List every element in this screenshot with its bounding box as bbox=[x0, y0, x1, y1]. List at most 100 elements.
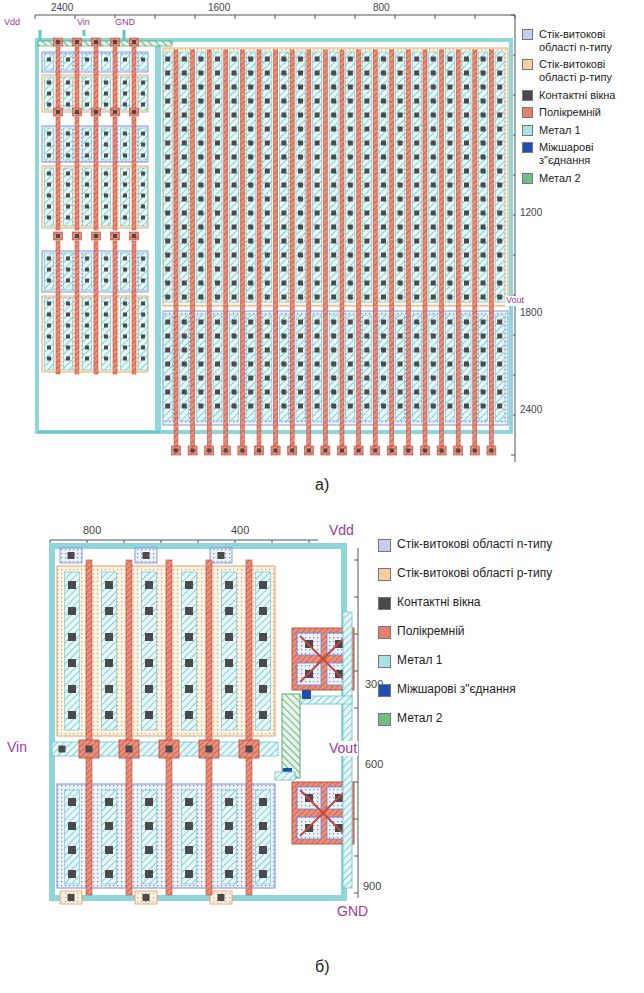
contact-window bbox=[331, 57, 336, 62]
contact-window bbox=[447, 113, 452, 118]
contact-window bbox=[281, 127, 286, 132]
vdd-wire bbox=[39, 30, 42, 41]
contact-window bbox=[464, 390, 469, 395]
metal1-strip bbox=[139, 128, 148, 160]
contact-window bbox=[85, 357, 89, 361]
contact-window bbox=[123, 92, 127, 96]
contact-window bbox=[331, 197, 336, 202]
contact-window bbox=[497, 57, 502, 62]
contact-window bbox=[431, 267, 436, 272]
metal1-strip bbox=[329, 52, 338, 302]
ruler-tick bbox=[354, 597, 358, 598]
contact-window bbox=[232, 141, 237, 146]
contact-window bbox=[497, 127, 502, 132]
contact-window bbox=[198, 253, 203, 258]
contact-window bbox=[265, 85, 270, 90]
contact-window bbox=[66, 216, 70, 220]
contact-window bbox=[265, 267, 270, 272]
contact-window bbox=[265, 253, 270, 258]
contact-window bbox=[381, 281, 386, 286]
contact-window bbox=[165, 334, 170, 339]
metal1-strip bbox=[83, 77, 92, 110]
contact-window bbox=[331, 320, 336, 325]
signal-name: Vin bbox=[6, 740, 28, 755]
contact-window bbox=[398, 183, 403, 188]
ruler-tick bbox=[354, 560, 358, 561]
contact-window bbox=[481, 155, 486, 160]
poly-pad bbox=[421, 446, 430, 455]
contact-window bbox=[215, 169, 220, 174]
legend-swatch bbox=[378, 626, 391, 639]
poly-pad bbox=[111, 108, 120, 116]
contact-window bbox=[265, 169, 270, 174]
substrate-contact bbox=[135, 891, 157, 904]
contact-window bbox=[215, 141, 220, 146]
contact-window bbox=[464, 197, 469, 202]
contact-window bbox=[398, 295, 403, 300]
contact-window bbox=[85, 302, 89, 306]
contact-window bbox=[66, 81, 70, 85]
poly-cross bbox=[300, 636, 346, 682]
contact-window bbox=[132, 40, 136, 44]
contact-window bbox=[105, 798, 113, 806]
contact-window bbox=[348, 197, 353, 202]
metal1-strip bbox=[346, 315, 355, 421]
contact-window bbox=[398, 239, 403, 244]
legend-text: Контактні вікна bbox=[397, 596, 480, 610]
contact-window bbox=[348, 362, 353, 367]
contact-window bbox=[248, 376, 253, 381]
metal1-strip bbox=[313, 315, 322, 421]
contact-window bbox=[315, 183, 320, 188]
metal1-strip bbox=[279, 52, 288, 302]
contact-window bbox=[431, 183, 436, 188]
contact-window bbox=[447, 362, 452, 367]
contact-window bbox=[123, 335, 127, 339]
contact-window bbox=[315, 127, 320, 132]
legend-swatch bbox=[378, 539, 391, 552]
contact-window bbox=[431, 348, 436, 353]
contact-window bbox=[246, 746, 253, 753]
contact-window bbox=[331, 404, 336, 409]
contact-window bbox=[298, 57, 303, 62]
contact-window bbox=[431, 197, 436, 202]
metal1-strip bbox=[256, 572, 271, 730]
contact-window bbox=[218, 552, 225, 559]
figure-caption: б) bbox=[314, 958, 331, 976]
contact-window bbox=[398, 71, 403, 76]
metal1-strip bbox=[83, 168, 92, 226]
poly-gate bbox=[56, 47, 60, 114]
poly-gate bbox=[132, 47, 136, 114]
contact-window bbox=[66, 143, 70, 147]
poly-pad bbox=[387, 446, 396, 455]
contact-window bbox=[248, 390, 253, 395]
contact-window bbox=[248, 113, 253, 118]
metal1-strip bbox=[196, 315, 205, 421]
poly-gate bbox=[373, 50, 377, 446]
contact-window bbox=[182, 267, 187, 272]
contact-window bbox=[248, 183, 253, 188]
contact-window bbox=[66, 346, 70, 350]
ruler-tick bbox=[354, 671, 358, 672]
legend-entry: Стік-витокові області n-типу bbox=[522, 28, 640, 53]
contact-window bbox=[281, 141, 286, 146]
contact-window bbox=[398, 141, 403, 146]
contact-window bbox=[215, 127, 220, 132]
contact-window bbox=[364, 295, 369, 300]
contact-window bbox=[105, 711, 113, 719]
contact-window bbox=[381, 404, 386, 409]
contact-window bbox=[431, 113, 436, 118]
contact-window bbox=[206, 746, 213, 753]
contact-window bbox=[123, 302, 127, 306]
contact-window bbox=[357, 449, 361, 453]
contact-window bbox=[281, 239, 286, 244]
contact-window bbox=[414, 57, 419, 62]
contact-window bbox=[265, 334, 270, 339]
contact-window bbox=[265, 141, 270, 146]
contact-window bbox=[182, 404, 187, 409]
poly-gate bbox=[257, 50, 261, 446]
contact-window bbox=[198, 197, 203, 202]
contact-window bbox=[182, 239, 187, 244]
ruler-tick bbox=[475, 15, 476, 19]
contact-window bbox=[198, 225, 203, 230]
contact-window bbox=[66, 103, 70, 107]
